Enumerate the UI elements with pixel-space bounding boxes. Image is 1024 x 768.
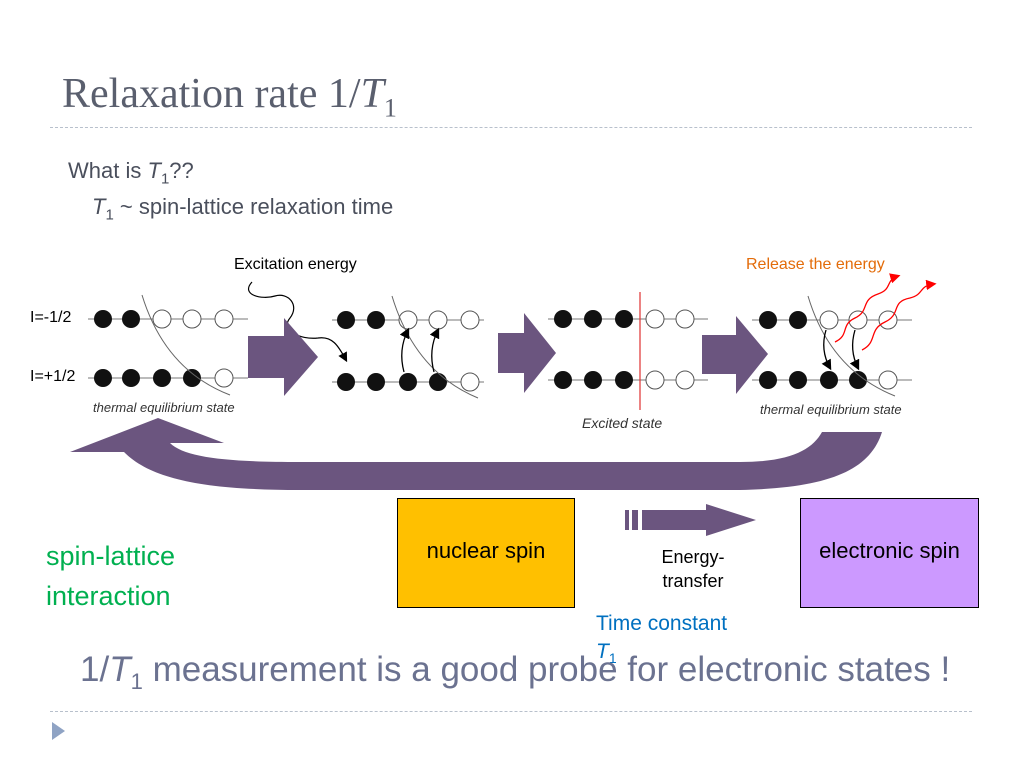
excited-caption: Excited state: [582, 415, 663, 431]
panel-thermal-2: [752, 273, 937, 397]
excitation-energy-label: Excitation energy: [234, 256, 357, 273]
conclusion-text: 1/T1 measurement is a good probe for ele…: [80, 650, 951, 694]
process-arrow-2: [498, 313, 556, 393]
return-arrow: [70, 418, 882, 490]
bullet-triangle-icon: [52, 722, 65, 740]
panel-thermal-1: [88, 294, 248, 396]
title-divider: [50, 127, 972, 128]
footer-divider: [50, 711, 972, 712]
excitation-arrow: [248, 281, 348, 363]
panel-excitation: [332, 295, 484, 399]
electronic-spin-box: electronic spin: [800, 498, 979, 608]
process-arrow-3: [702, 316, 768, 394]
question-text: What is T1??: [68, 158, 194, 188]
relaxation-diagram: [70, 273, 937, 490]
release-energy-label: Release the energy: [746, 256, 885, 273]
energy-transfer-arrow: [625, 504, 756, 536]
energy-transfer-label: Energy-transfer: [661, 547, 725, 591]
level-minus-label: I=-1/2: [30, 309, 72, 326]
level-plus-label: I=+1/2: [30, 368, 76, 385]
thermal-caption-2: thermal equilibrium state: [760, 402, 902, 417]
panel-excited: [548, 292, 708, 410]
process-arrow-1: [248, 318, 318, 396]
thermal-caption-1: thermal equilibrium state: [93, 400, 235, 415]
definition-text: T1 ~ spin-lattice relaxation time: [92, 194, 394, 224]
spin-lattice-label: spin-lattice interaction: [46, 541, 176, 611]
nuclear-spin-box: nuclear spin: [397, 498, 575, 608]
page-title: Relaxation rate 1/T1: [62, 71, 397, 123]
